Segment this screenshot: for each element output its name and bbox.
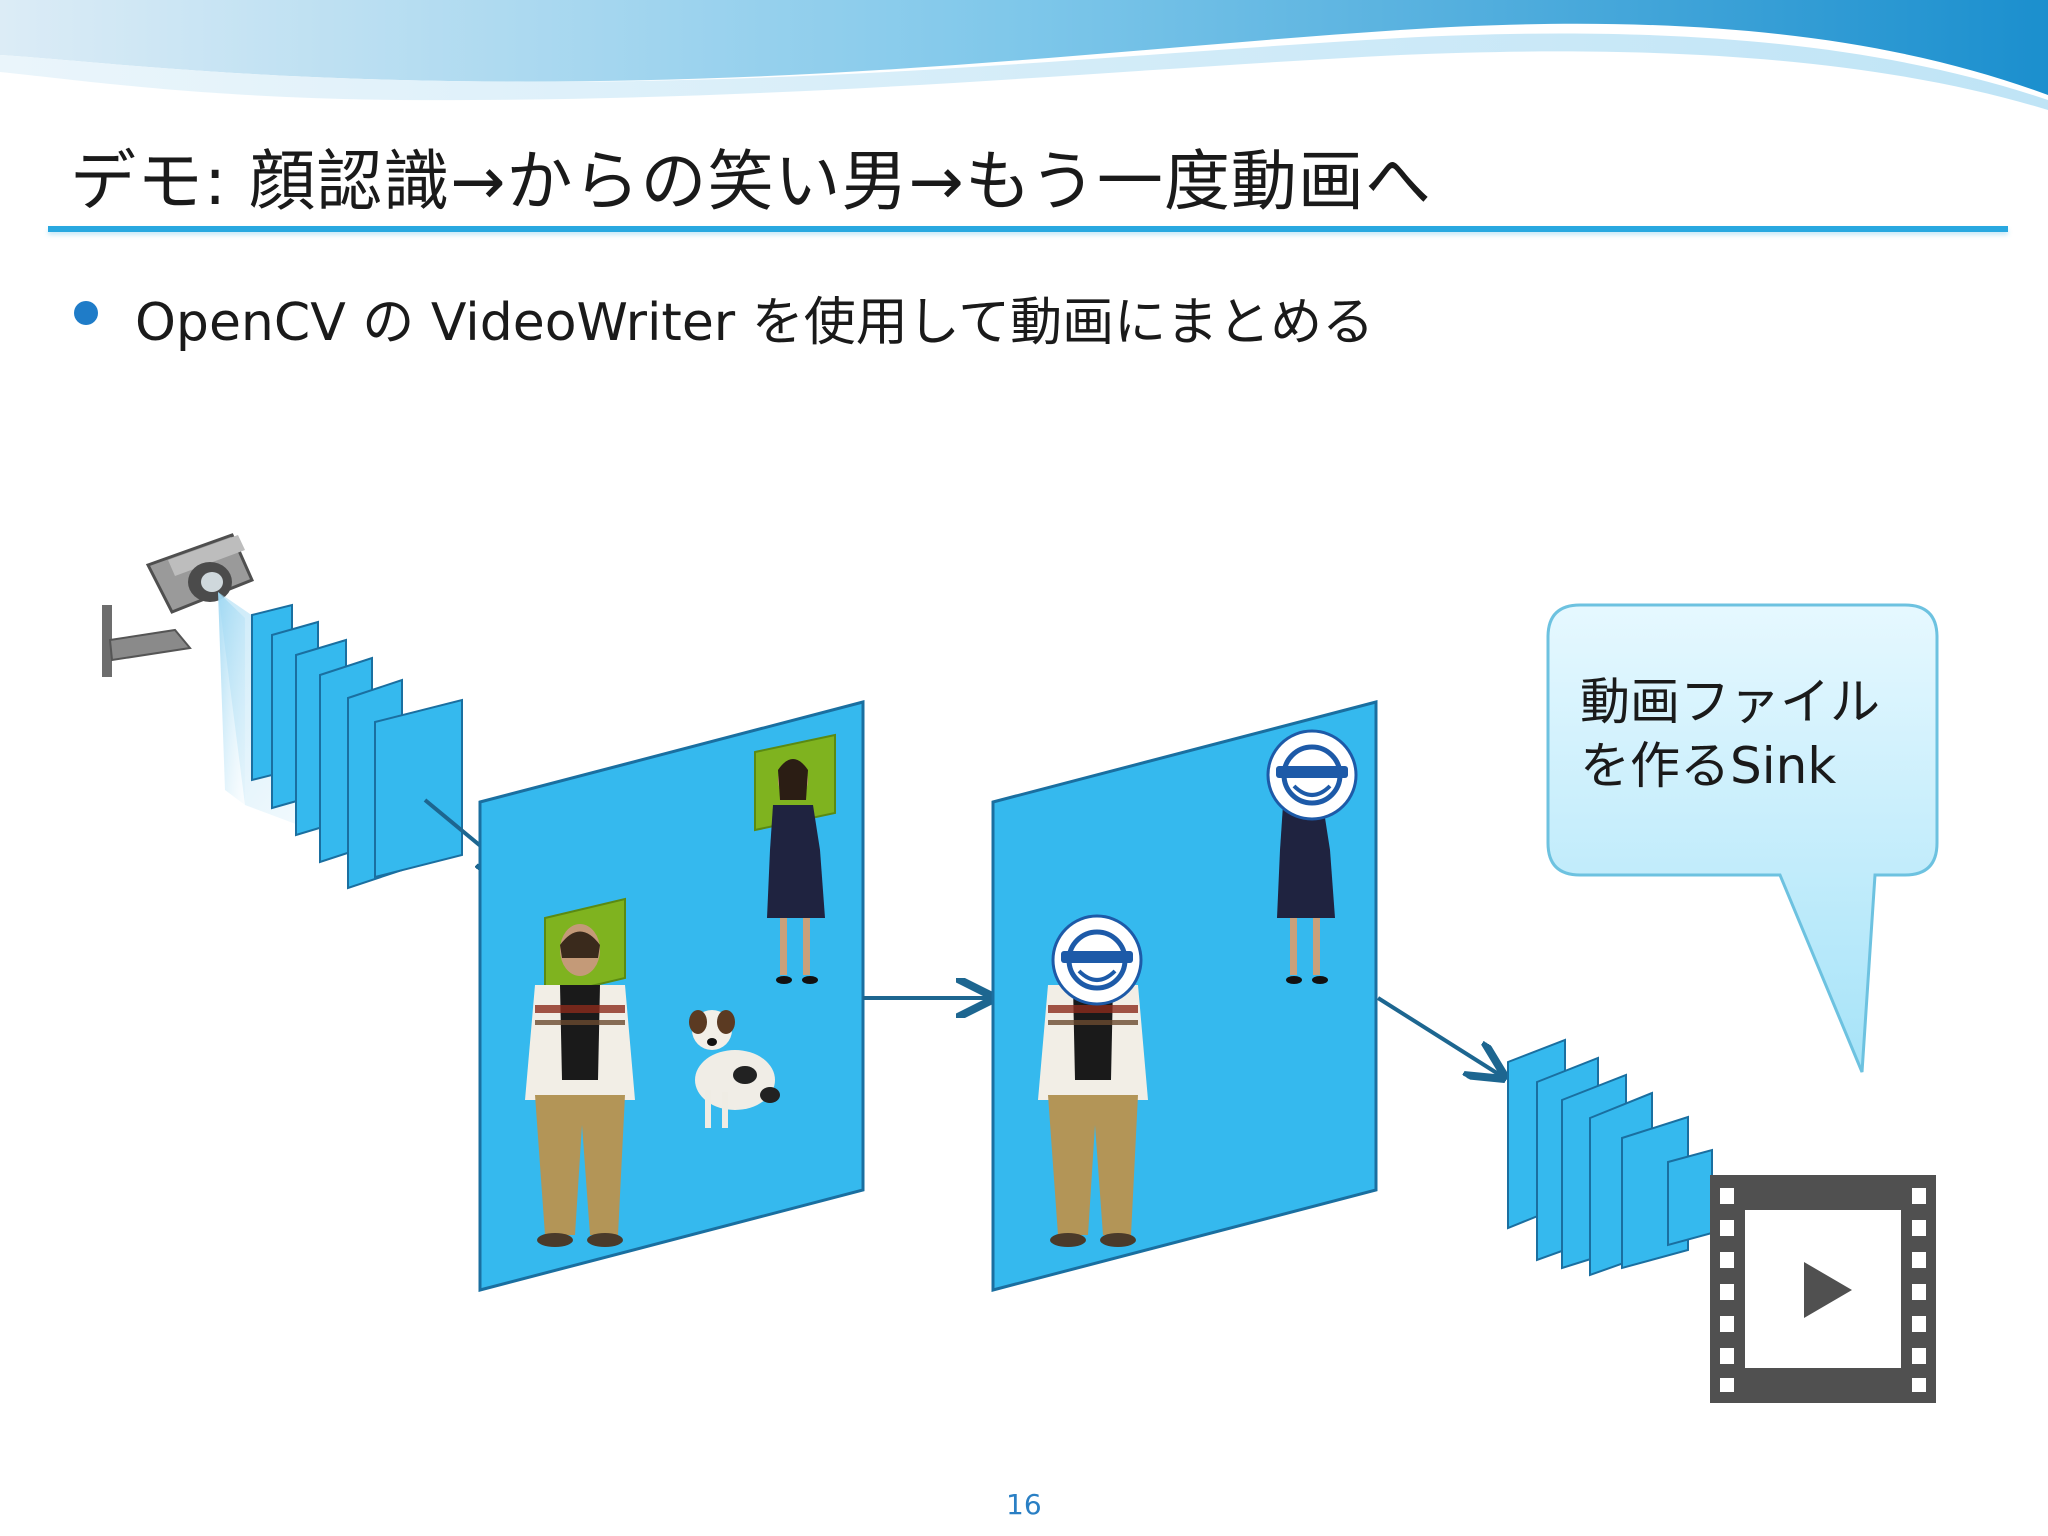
dog-figure: [689, 1010, 780, 1128]
woman-figure: [767, 759, 825, 984]
video-film-icon: [1710, 1175, 1936, 1403]
callout-line: 動画ファイル: [1580, 673, 1880, 731]
play-icon: [1804, 1262, 1852, 1318]
callout-bubble: [1546, 603, 1939, 1073]
bullet-text: OpenCV の VideoWriter を使用して動画にまとめる: [135, 293, 1375, 353]
man-figure: [1038, 985, 1148, 1247]
output-frame-stack: [1507, 1038, 1713, 1277]
callout-line: を作るSink: [1580, 737, 1837, 795]
input-frame-stack: [251, 603, 463, 890]
callout-text: 動画ファイル を作るSink: [1580, 670, 1880, 798]
bullet-point: [74, 301, 98, 325]
laughing-man-icon: [1051, 914, 1143, 1006]
laughing-man-frame: [991, 700, 1378, 1292]
header-wave-decoration: [0, 0, 2048, 110]
page-number: 16: [1006, 1488, 1042, 1521]
cctv-camera-icon: [102, 533, 255, 677]
man-figure: [525, 924, 635, 1247]
face-detection-frame: [478, 700, 865, 1292]
arrow-to-sink: [1376, 996, 1500, 1075]
woman-figure: [1277, 805, 1335, 984]
laughing-man-icon: [1266, 729, 1358, 821]
title-underline: [48, 226, 2008, 232]
slide-title: デモ: 顔認識→からの笑い男→もう一度動画へ: [70, 143, 1432, 220]
